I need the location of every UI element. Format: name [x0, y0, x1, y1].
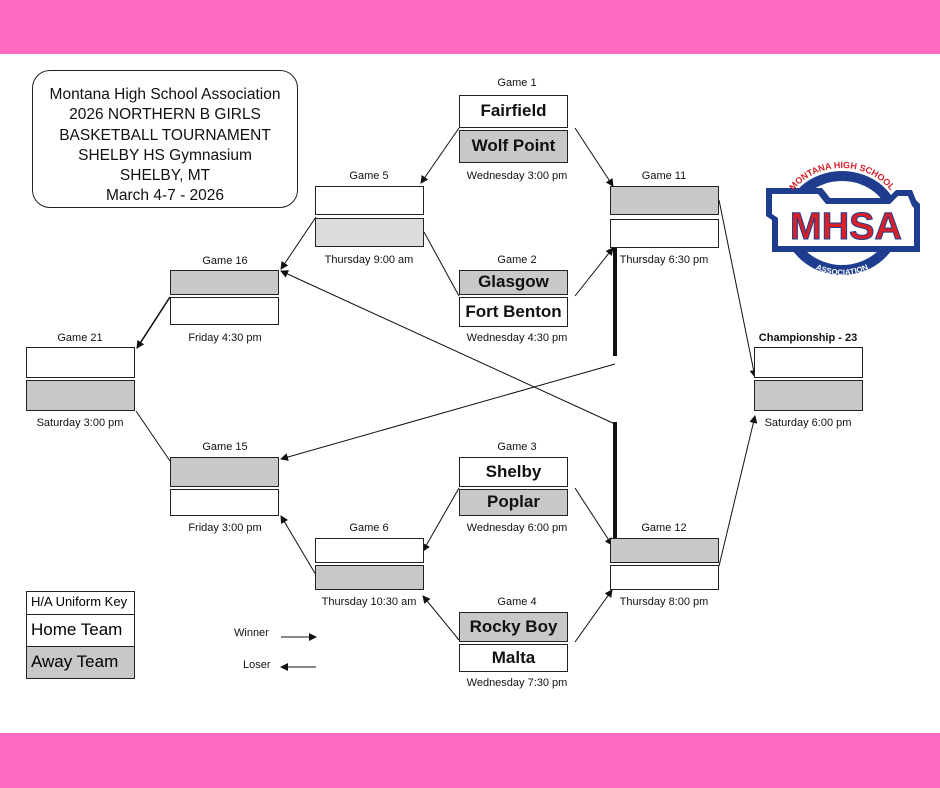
- line-g16-to-g21: [136, 296, 171, 349]
- game-5-home-slot: [315, 186, 424, 215]
- game-1-home-slot: Fairfield: [459, 95, 568, 128]
- game-21-time: Saturday 3:00 pm: [36, 417, 124, 429]
- game-16-time: Friday 4:30 pm: [188, 332, 262, 344]
- line-g3-loser: [422, 487, 460, 552]
- championship-label: Championship - 23: [758, 332, 858, 344]
- game-11-home-slot: [610, 186, 719, 215]
- game-16-label: Game 16: [202, 255, 248, 267]
- game-12-away-slot: [610, 565, 719, 590]
- game-6-home-slot: [315, 538, 424, 563]
- line-g5-to-g16: [280, 216, 317, 270]
- championship-time: Saturday 6:00 pm: [764, 417, 852, 429]
- game-11-away-slot: [610, 219, 719, 248]
- championship-away-slot: [754, 380, 863, 411]
- game-6-label: Game 6: [349, 522, 389, 534]
- game-12-label: Game 12: [641, 522, 687, 534]
- game-1-time: Wednesday 3:00 pm: [466, 170, 568, 182]
- line-g3-winner: [574, 487, 613, 546]
- line-g6-to-g15: [280, 515, 317, 576]
- legend-winner-label: Winner: [234, 627, 269, 639]
- game-5-label: Game 5: [349, 170, 389, 182]
- line-g2-winner: [574, 247, 614, 297]
- line-g12-loser: [280, 270, 616, 425]
- game-4-label: Game 4: [497, 596, 537, 608]
- game-4-home-slot: Rocky Boy: [459, 612, 568, 642]
- game-4-time: Wednesday 7:30 pm: [466, 677, 568, 689]
- game-6-away-slot: [315, 565, 424, 590]
- title-line-3: BASKETBALL TOURNAMENT: [59, 126, 271, 144]
- title-line-4: SHELBY HS Gymnasium: [78, 146, 252, 164]
- game-21-home-slot: [26, 347, 135, 378]
- uniform-key-home: Home Team: [26, 615, 135, 647]
- game-15-label: Game 15: [202, 441, 248, 453]
- title-line-5: SHELBY, MT: [119, 167, 211, 185]
- line-g15-to-g21: [135, 410, 171, 462]
- logo-main-text: MHSA: [790, 206, 902, 248]
- line-g1-winner: [574, 127, 614, 187]
- game-11-label: Game 11: [641, 170, 687, 182]
- game-3-home-slot: Shelby: [459, 457, 568, 487]
- game-15-time: Friday 3:00 pm: [188, 522, 262, 534]
- uniform-key-title: H/A Uniform Key: [26, 591, 135, 615]
- title-line-2: 2026 NORTHERN B GIRLS: [69, 106, 261, 124]
- game-1-away-slot: Wolf Point: [459, 130, 568, 163]
- game-16-away-slot: [170, 297, 279, 325]
- line-g12-to-champ: [718, 415, 758, 567]
- game-5-away-slot: [315, 218, 424, 247]
- bottom-pink-band: [0, 733, 940, 788]
- line-g1-loser: [420, 127, 460, 184]
- tournament-title-box: Montana High School Association 2026 NOR…: [32, 70, 298, 208]
- game-12-home-slot: [610, 538, 719, 563]
- game-2-time: Wednesday 4:30 pm: [466, 332, 568, 344]
- game-4-away-slot: Malta: [459, 644, 568, 672]
- game-15-away-slot: [170, 489, 279, 516]
- game-16-home-slot: [170, 270, 279, 295]
- game-11-time: Thursday 6:30 pm: [619, 254, 709, 266]
- top-pink-band: [0, 0, 940, 54]
- game-15-home-slot: [170, 457, 279, 487]
- line-g11-to-champ: [718, 199, 758, 378]
- logo-montana-inner: [772, 194, 914, 246]
- game-21-away-slot: [26, 380, 135, 411]
- game-3-away-slot: Poplar: [459, 489, 568, 516]
- game-3-time: Wednesday 6:00 pm: [466, 522, 568, 534]
- uniform-key: H/A Uniform Key Home Team Away Team: [26, 591, 135, 679]
- uniform-key-away: Away Team: [26, 647, 135, 679]
- title-line-1: Montana High School Association: [49, 86, 281, 103]
- game-2-label: Game 2: [497, 254, 537, 266]
- game-2-home-slot: Glasgow: [459, 270, 568, 295]
- game-21-label: Game 21: [57, 332, 103, 344]
- line-g2-loser: [423, 231, 460, 297]
- game-1-label: Game 1: [497, 77, 537, 89]
- game-2-away-slot: Fort Benton: [459, 297, 568, 327]
- line-g4-loser: [422, 595, 460, 641]
- mhsa-logo: MHSA MONTANA HIGH SCHOOL ASSOCIATION: [766, 160, 920, 277]
- game-3-label: Game 3: [497, 441, 537, 453]
- legend-loser-label: Loser: [243, 659, 271, 671]
- title-line-6: March 4-7 - 2026: [105, 187, 225, 205]
- line-g11-loser: [280, 363, 616, 461]
- line-g4-winner: [574, 589, 613, 643]
- game-5-time: Thursday 9:00 am: [324, 254, 414, 266]
- game-6-time: Thursday 10:30 am: [321, 596, 417, 608]
- game-12-time: Thursday 8:00 pm: [619, 596, 709, 608]
- championship-home-slot: [754, 347, 863, 378]
